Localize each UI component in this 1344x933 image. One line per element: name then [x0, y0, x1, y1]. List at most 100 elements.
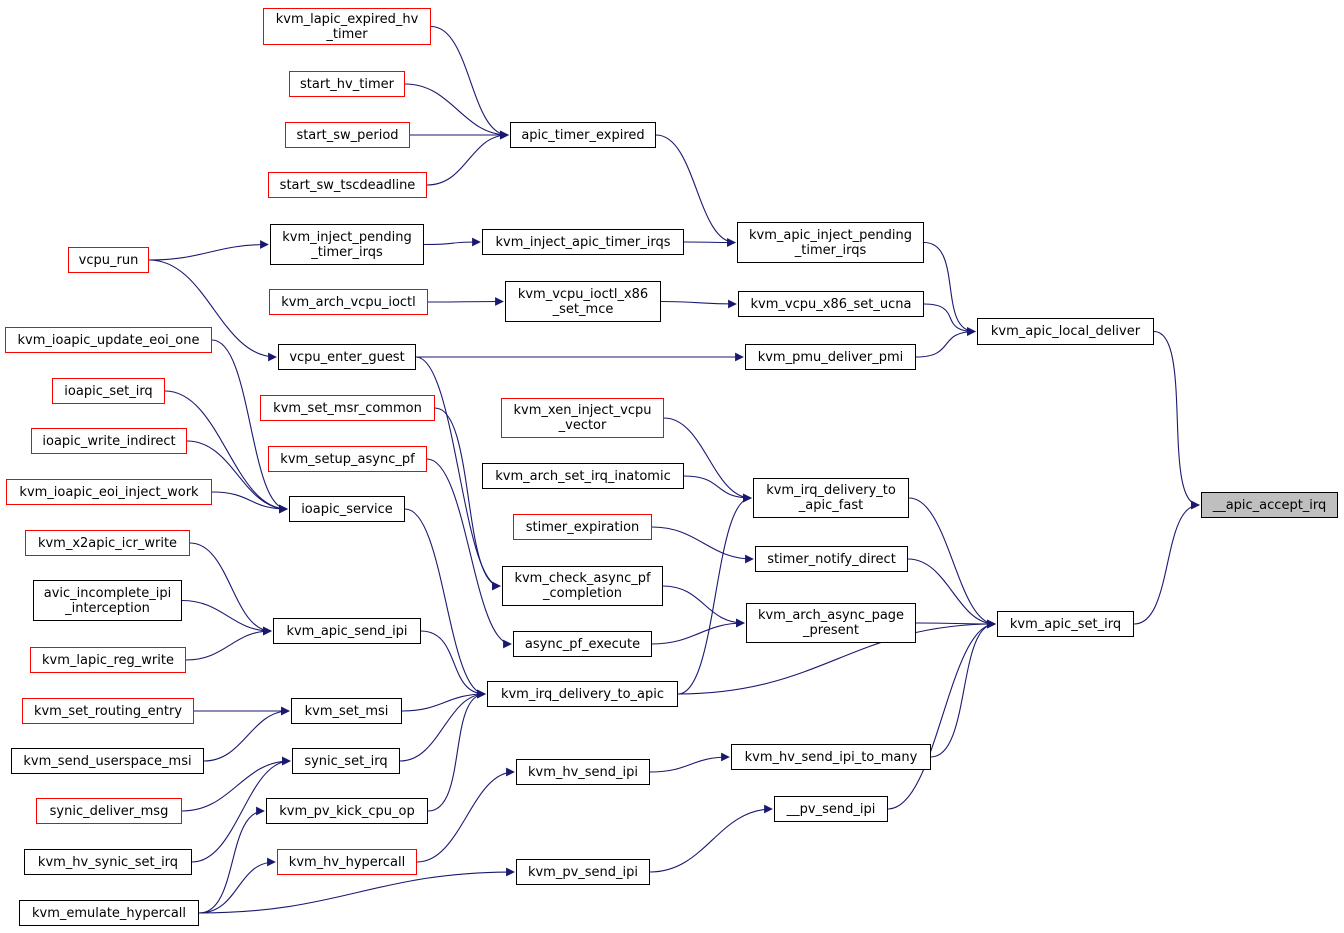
node-kvm-check-async-pf-completion[interactable]: kvm_check_async_pf_completion — [502, 566, 663, 606]
node-label: _interception — [65, 600, 150, 616]
node-stimer-expiration[interactable]: stimer_expiration — [513, 514, 652, 540]
node-kvm-irq-delivery-to-apic-fast[interactable]: kvm_irq_delivery_to_apic_fast — [753, 478, 909, 518]
node-label: _timer_irqs — [311, 244, 383, 260]
node-label: kvm_vcpu_x86_set_ucna — [750, 296, 912, 312]
node-label: kvm_apic_local_deliver — [990, 324, 1141, 339]
edge-kvm-irq-delivery-to-apic-to-kvm-irq-delivery-to-apic-fast — [677, 493, 752, 695]
node-label: kvm_ioapic_update_eoi_one — [17, 332, 200, 348]
node-label: kvm_irq_delivery_to_apic — [500, 686, 665, 702]
node-label: kvm_emulate_hypercall — [31, 905, 187, 921]
edge-ioapic-write-indirect-to-ioapic-service — [186, 440, 288, 514]
edge-vcpu-enter-guest-to-kvm-check-async-pf-completion — [415, 356, 501, 591]
node-label: _set_mce — [552, 301, 614, 317]
node-kvm-apic-local-deliver[interactable]: kvm_apic_local_deliver — [977, 318, 1154, 345]
node-kvm-pmu-deliver-pmi[interactable]: kvm_pmu_deliver_pmi — [745, 344, 916, 370]
node-start-sw-tscdeadline[interactable]: start_sw_tscdeadline — [268, 172, 427, 198]
node-kvm-inject-apic-timer-irqs[interactable]: kvm_inject_apic_timer_irqs — [482, 229, 684, 255]
node-vcpu-run[interactable]: vcpu_run — [68, 247, 149, 273]
node-kvm-inject-pending-timer-irqs[interactable]: kvm_inject_pending_timer_irqs — [270, 224, 424, 265]
edge-kvm-set-msi-to-kvm-irq-delivery-to-apic — [401, 689, 486, 712]
edge-stimer-expiration-to-stimer-notify-direct — [651, 526, 754, 564]
node-pv-send-ipi[interactable]: __pv_send_ipi — [774, 796, 888, 822]
edge-kvm-lapic-expired-hv-timer-to-apic-timer-expired — [430, 25, 509, 140]
node-kvm-setup-async-pf[interactable]: kvm_setup_async_pf — [268, 446, 427, 472]
node-kvm-ioapic-update-eoi-one[interactable]: kvm_ioapic_update_eoi_one — [5, 327, 212, 353]
edge-kvm-inject-apic-timer-irqs-to-kvm-apic-inject-pending-timer-irqs — [683, 238, 736, 247]
edge-ioapic-service-to-kvm-irq-delivery-to-apic — [404, 508, 486, 699]
edge-async-pf-execute-to-kvm-arch-async-page-present — [651, 618, 745, 645]
node-kvm-pv-kick-cpu-op[interactable]: kvm_pv_kick_cpu_op — [266, 798, 428, 824]
node-kvm-set-routing-entry[interactable]: kvm_set_routing_entry — [22, 698, 194, 724]
node-ioapic-service[interactable]: ioapic_service — [289, 496, 405, 522]
node-label: stimer_expiration — [525, 519, 640, 535]
edge-kvm-apic-send-ipi-to-kvm-irq-delivery-to-apic — [420, 630, 486, 699]
edge-vcpu-run-to-kvm-inject-pending-timer-irqs — [148, 240, 269, 261]
edge-avic-incomplete-ipi-interception-to-kvm-apic-send-ipi — [181, 599, 272, 636]
node-kvm-vcpu-x86-set-ucna[interactable]: kvm_vcpu_x86_set_ucna — [738, 291, 924, 317]
node-kvm-xen-inject-vcpu-vector[interactable]: kvm_xen_inject_vcpu_vector — [501, 398, 664, 438]
node-vcpu-enter-guest[interactable]: vcpu_enter_guest — [278, 344, 416, 370]
edge-kvm-ioapic-update-eoi-one-to-ioapic-service — [211, 339, 288, 514]
edge-kvm-pmu-deliver-pmi-to-kvm-apic-local-deliver — [915, 327, 976, 358]
edge-kvm-lapic-reg-write-to-kvm-apic-send-ipi — [185, 626, 272, 661]
node-kvm-set-msr-common[interactable]: kvm_set_msr_common — [260, 395, 435, 421]
edge-kvm-vcpu-ioctl-x86-set-mce-to-kvm-vcpu-x86-set-ucna — [660, 299, 737, 309]
node-label: kvm_send_userspace_msi — [23, 753, 192, 769]
node-label: kvm_lapic_reg_write — [42, 652, 174, 668]
edge-vcpu-run-to-vcpu-enter-guest — [148, 259, 277, 362]
node-kvm-arch-set-irq-inatomic[interactable]: kvm_arch_set_irq_inatomic — [482, 463, 684, 489]
node-label: start_hv_timer — [300, 76, 394, 92]
node-kvm-lapic-expired-hv-timer[interactable]: kvm_lapic_expired_hv_timer — [263, 8, 431, 45]
edge-kvm-apic-inject-pending-timer-irqs-to-kvm-apic-local-deliver — [923, 241, 976, 336]
node-kvm-vcpu-ioctl-x86-set-mce[interactable]: kvm_vcpu_ioctl_x86_set_mce — [505, 281, 661, 322]
node-kvm-send-userspace-msi[interactable]: kvm_send_userspace_msi — [11, 748, 204, 774]
node-label: kvm_ioapic_eoi_inject_work — [19, 484, 199, 500]
node-kvm-arch-vcpu-ioctl[interactable]: kvm_arch_vcpu_ioctl — [269, 289, 428, 315]
node-label: vcpu_run — [78, 252, 139, 268]
node-kvm-hv-synic-set-irq[interactable]: kvm_hv_synic_set_irq — [24, 849, 192, 875]
node-kvm-ioapic-eoi-inject-work[interactable]: kvm_ioapic_eoi_inject_work — [6, 479, 212, 505]
node-label: kvm_pmu_deliver_pmi — [757, 349, 904, 365]
node-ioapic-set-irq[interactable]: ioapic_set_irq — [52, 378, 165, 404]
edge-kvm-inject-pending-timer-irqs-to-kvm-inject-apic-timer-irqs — [423, 237, 481, 247]
node-apic-timer-expired[interactable]: apic_timer_expired — [510, 122, 656, 148]
node-label: kvm_hv_send_ipi_to_many — [744, 749, 918, 765]
node-async-pf-execute[interactable]: async_pf_execute — [513, 631, 652, 657]
node-kvm-lapic-reg-write[interactable]: kvm_lapic_reg_write — [30, 647, 186, 673]
node-kvm-apic-send-ipi[interactable]: kvm_apic_send_ipi — [273, 618, 421, 644]
edge-kvm-irq-delivery-to-apic-to-kvm-apic-set-irq — [677, 619, 996, 695]
node-kvm-hv-send-ipi-to-many[interactable]: kvm_hv_send_ipi_to_many — [731, 744, 931, 770]
node-label: start_sw_tscdeadline — [279, 177, 416, 193]
node-label: _present — [803, 623, 859, 638]
node-avic-incomplete-ipi-interception[interactable]: avic_incomplete_ipi_interception — [33, 580, 182, 621]
edge-apic-timer-expired-to-kvm-apic-inject-pending-timer-irqs — [655, 134, 736, 247]
node-kvm-apic-set-irq[interactable]: kvm_apic_set_irq — [997, 611, 1134, 637]
node-start-sw-period[interactable]: start_sw_period — [285, 122, 410, 148]
node-start-hv-timer[interactable]: start_hv_timer — [289, 71, 405, 97]
edge-kvm-send-userspace-msi-to-kvm-set-msi — [203, 706, 290, 762]
node-kvm-irq-delivery-to-apic[interactable]: kvm_irq_delivery_to_apic — [487, 681, 678, 707]
edge-kvm-hv-send-ipi-to-kvm-hv-send-ipi-to-many — [649, 752, 730, 773]
node-label: kvm_arch_async_page — [757, 608, 905, 623]
node-label: kvm_inject_apic_timer_irqs — [495, 234, 671, 250]
node-stimer-notify-direct[interactable]: stimer_notify_direct — [755, 546, 908, 572]
node-label: kvm_pv_kick_cpu_op — [279, 803, 415, 819]
node-label: __apic_accept_irq — [1212, 497, 1327, 513]
node-label: kvm_set_routing_entry — [33, 703, 183, 719]
node-synic-set-irq[interactable]: synic_set_irq — [292, 748, 400, 774]
node-kvm-hv-hypercall[interactable]: kvm_hv_hypercall — [277, 849, 417, 875]
edge-kvm-apic-local-deliver-to-apic-accept-irq — [1153, 330, 1200, 510]
edge-kvm-arch-vcpu-ioctl-to-kvm-vcpu-ioctl-x86-set-mce — [427, 297, 504, 306]
node-label: __pv_send_ipi — [786, 801, 876, 817]
node-kvm-hv-send-ipi[interactable]: kvm_hv_send_ipi — [516, 759, 650, 785]
node-label: kvm_arch_set_irq_inatomic — [495, 468, 671, 484]
node-ioapic-write-indirect[interactable]: ioapic_write_indirect — [31, 428, 187, 454]
node-kvm-set-msi[interactable]: kvm_set_msi — [291, 698, 402, 724]
node-kvm-arch-async-page-present[interactable]: kvm_arch_async_page_present — [746, 603, 916, 643]
node-kvm-apic-inject-pending-timer-irqs[interactable]: kvm_apic_inject_pending_timer_irqs — [737, 222, 924, 263]
node-kvm-pv-send-ipi[interactable]: kvm_pv_send_ipi — [516, 859, 650, 885]
node-synic-deliver-msg[interactable]: synic_deliver_msg — [36, 798, 182, 824]
node-kvm-x2apic-icr-write[interactable]: kvm_x2apic_icr_write — [25, 530, 190, 556]
edge-kvm-vcpu-x86-set-ucna-to-kvm-apic-local-deliver — [923, 303, 976, 336]
node-kvm-emulate-hypercall[interactable]: kvm_emulate_hypercall — [19, 900, 199, 926]
